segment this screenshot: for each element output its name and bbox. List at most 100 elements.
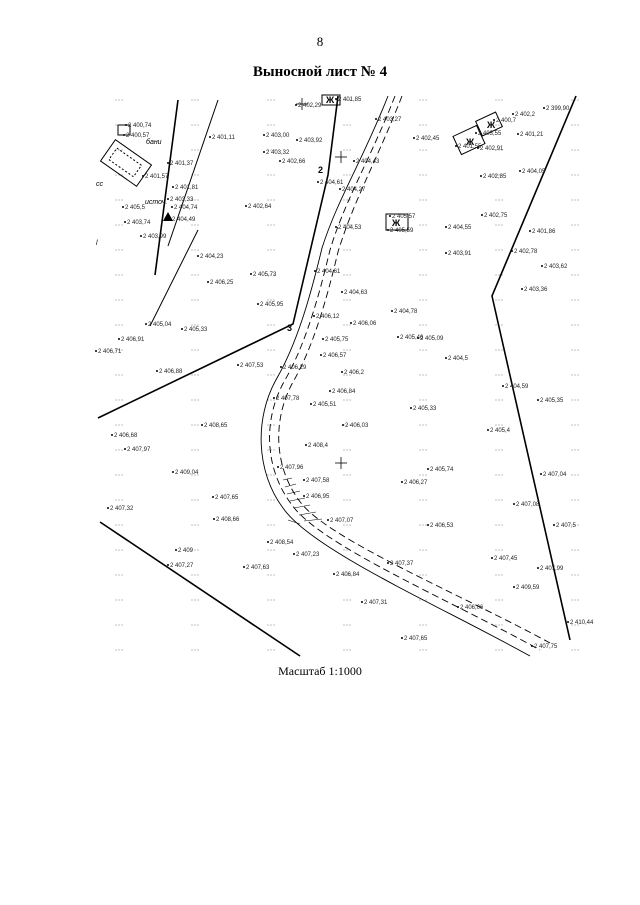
elevation-label: 2 407,75 [534,644,558,650]
elevation-point [517,133,519,135]
hatched-slope [282,477,323,525]
elevation-label: 2 406,2 [344,370,365,376]
elevation-point [350,322,352,324]
boundary-center [97,95,339,419]
elevation-point [171,206,173,208]
elevation-point [142,175,144,177]
elevation-label: 2 406,06 [460,605,484,611]
elevation-point [172,186,174,188]
elevation-label: 2 404,27 [342,187,366,193]
elevation-label: 2 400,57 [126,133,150,139]
elevation-label: 2 404,5 [448,356,469,362]
elevation-point [172,471,174,473]
elevation-label: 2 407,08 [516,502,540,508]
elevation-label: 2 405,74 [430,467,454,473]
elevation-label: 2 401,57 [145,174,169,180]
elevation-point [553,524,555,526]
boundary-left-upper [154,99,179,276]
elevation-label: 2 402,85 [483,174,507,180]
elevation-point [257,303,259,305]
elevation-label: 2 405,4 [490,428,511,434]
elevation-label: 2 401,21 [520,132,544,138]
elevation-point [475,132,477,134]
elevation-point [263,151,265,153]
elevation-point [250,273,252,275]
elevation-point [341,291,343,293]
elevation-label: 2 407,78 [276,396,300,402]
elevation-point [413,137,415,139]
boundary-lines [97,95,577,657]
elevation-point [427,524,429,526]
elevation-point [175,549,177,551]
elevation-label: 2 406,95 [306,494,330,500]
elevation-label: 2 407,63 [246,565,270,571]
elevation-point [410,407,412,409]
elevation-label: 2 401,55 [458,144,482,150]
elevation-point [212,496,214,498]
elevation-label: 2 403,99 [143,234,167,240]
marker-zh-3: Ж [486,120,496,130]
elevation-point [197,255,199,257]
elevation-point [327,519,329,521]
elevation-label: 2 406,88 [159,369,183,375]
elevation-point [391,310,393,312]
elevation-point [123,134,125,136]
elevation-point [314,270,316,272]
elevation-label: 2 402,91 [480,146,504,152]
elevation-label: 2 409,04 [175,470,199,476]
elevation-point [335,98,337,100]
elevation-point [457,606,459,608]
elevation-label: 2 403,74 [127,220,151,226]
elevation-label: 2 408,4 [308,443,329,449]
elevation-point [181,328,183,330]
elevation-label: 2 401,86 [532,229,556,235]
elevation-label: 2 407,37 [390,561,414,567]
elevation-label: 2 403,91 [448,251,472,257]
elevation-label: 2 403,55 [478,131,502,137]
boundary-thin [167,99,219,247]
elevation-point [353,160,355,162]
elevation-label: 2 409,59 [516,585,540,591]
elevation-label: 2 407,65 [215,495,239,501]
elevation-label: 2 401,85 [338,97,362,103]
label-spring: источ. [145,199,167,206]
elevation-label: 2 410,44 [570,620,594,626]
elevation-point [167,162,169,164]
elevation-point [167,564,169,566]
elevation-label: 2 405,04 [148,322,172,328]
elevation-point [567,621,569,623]
elevation-point [279,160,281,162]
elevation-point [167,198,169,200]
elevation-point [296,139,298,141]
boundary-bottom-left [99,521,301,657]
elevation-point [322,338,324,340]
elevation-label: 2 407,96 [280,465,304,471]
elevation-point [427,468,429,470]
elevation-point [477,147,479,149]
elevation-point [541,265,543,267]
elevation-point [531,645,533,647]
elevation-point [209,136,211,138]
elevation-label: 2 403,33 [170,197,194,203]
elevation-label: 2 405,59 [390,228,414,234]
elevation-label: 2 407,45 [494,556,518,562]
sheet-title: Выносной лист № 4 [252,64,388,80]
topographic-map: бани источ. Ж Ж Ж Ж сс l 2 3 2 400,742 4… [95,94,594,657]
boundary-right [491,95,577,641]
elevation-point [481,214,483,216]
building-zh-3 [474,111,504,137]
elevation-point [305,444,307,446]
marker-zh-1: Ж [325,95,335,105]
elevation-point [267,541,269,543]
elevation-label: 2 406,68 [114,433,138,439]
elevation-label: 2 404,23 [200,254,224,260]
elevation-point [537,399,539,401]
elevation-point [521,288,523,290]
elevation-point [118,338,120,340]
label-bath: бани [146,138,162,146]
elevation-label: 2 405,75 [325,337,349,343]
elevation-label: 2 404,05 [522,169,546,175]
elevation-point [95,350,97,352]
elevation-point [140,235,142,237]
elevation-label: 2 409 [178,548,194,554]
